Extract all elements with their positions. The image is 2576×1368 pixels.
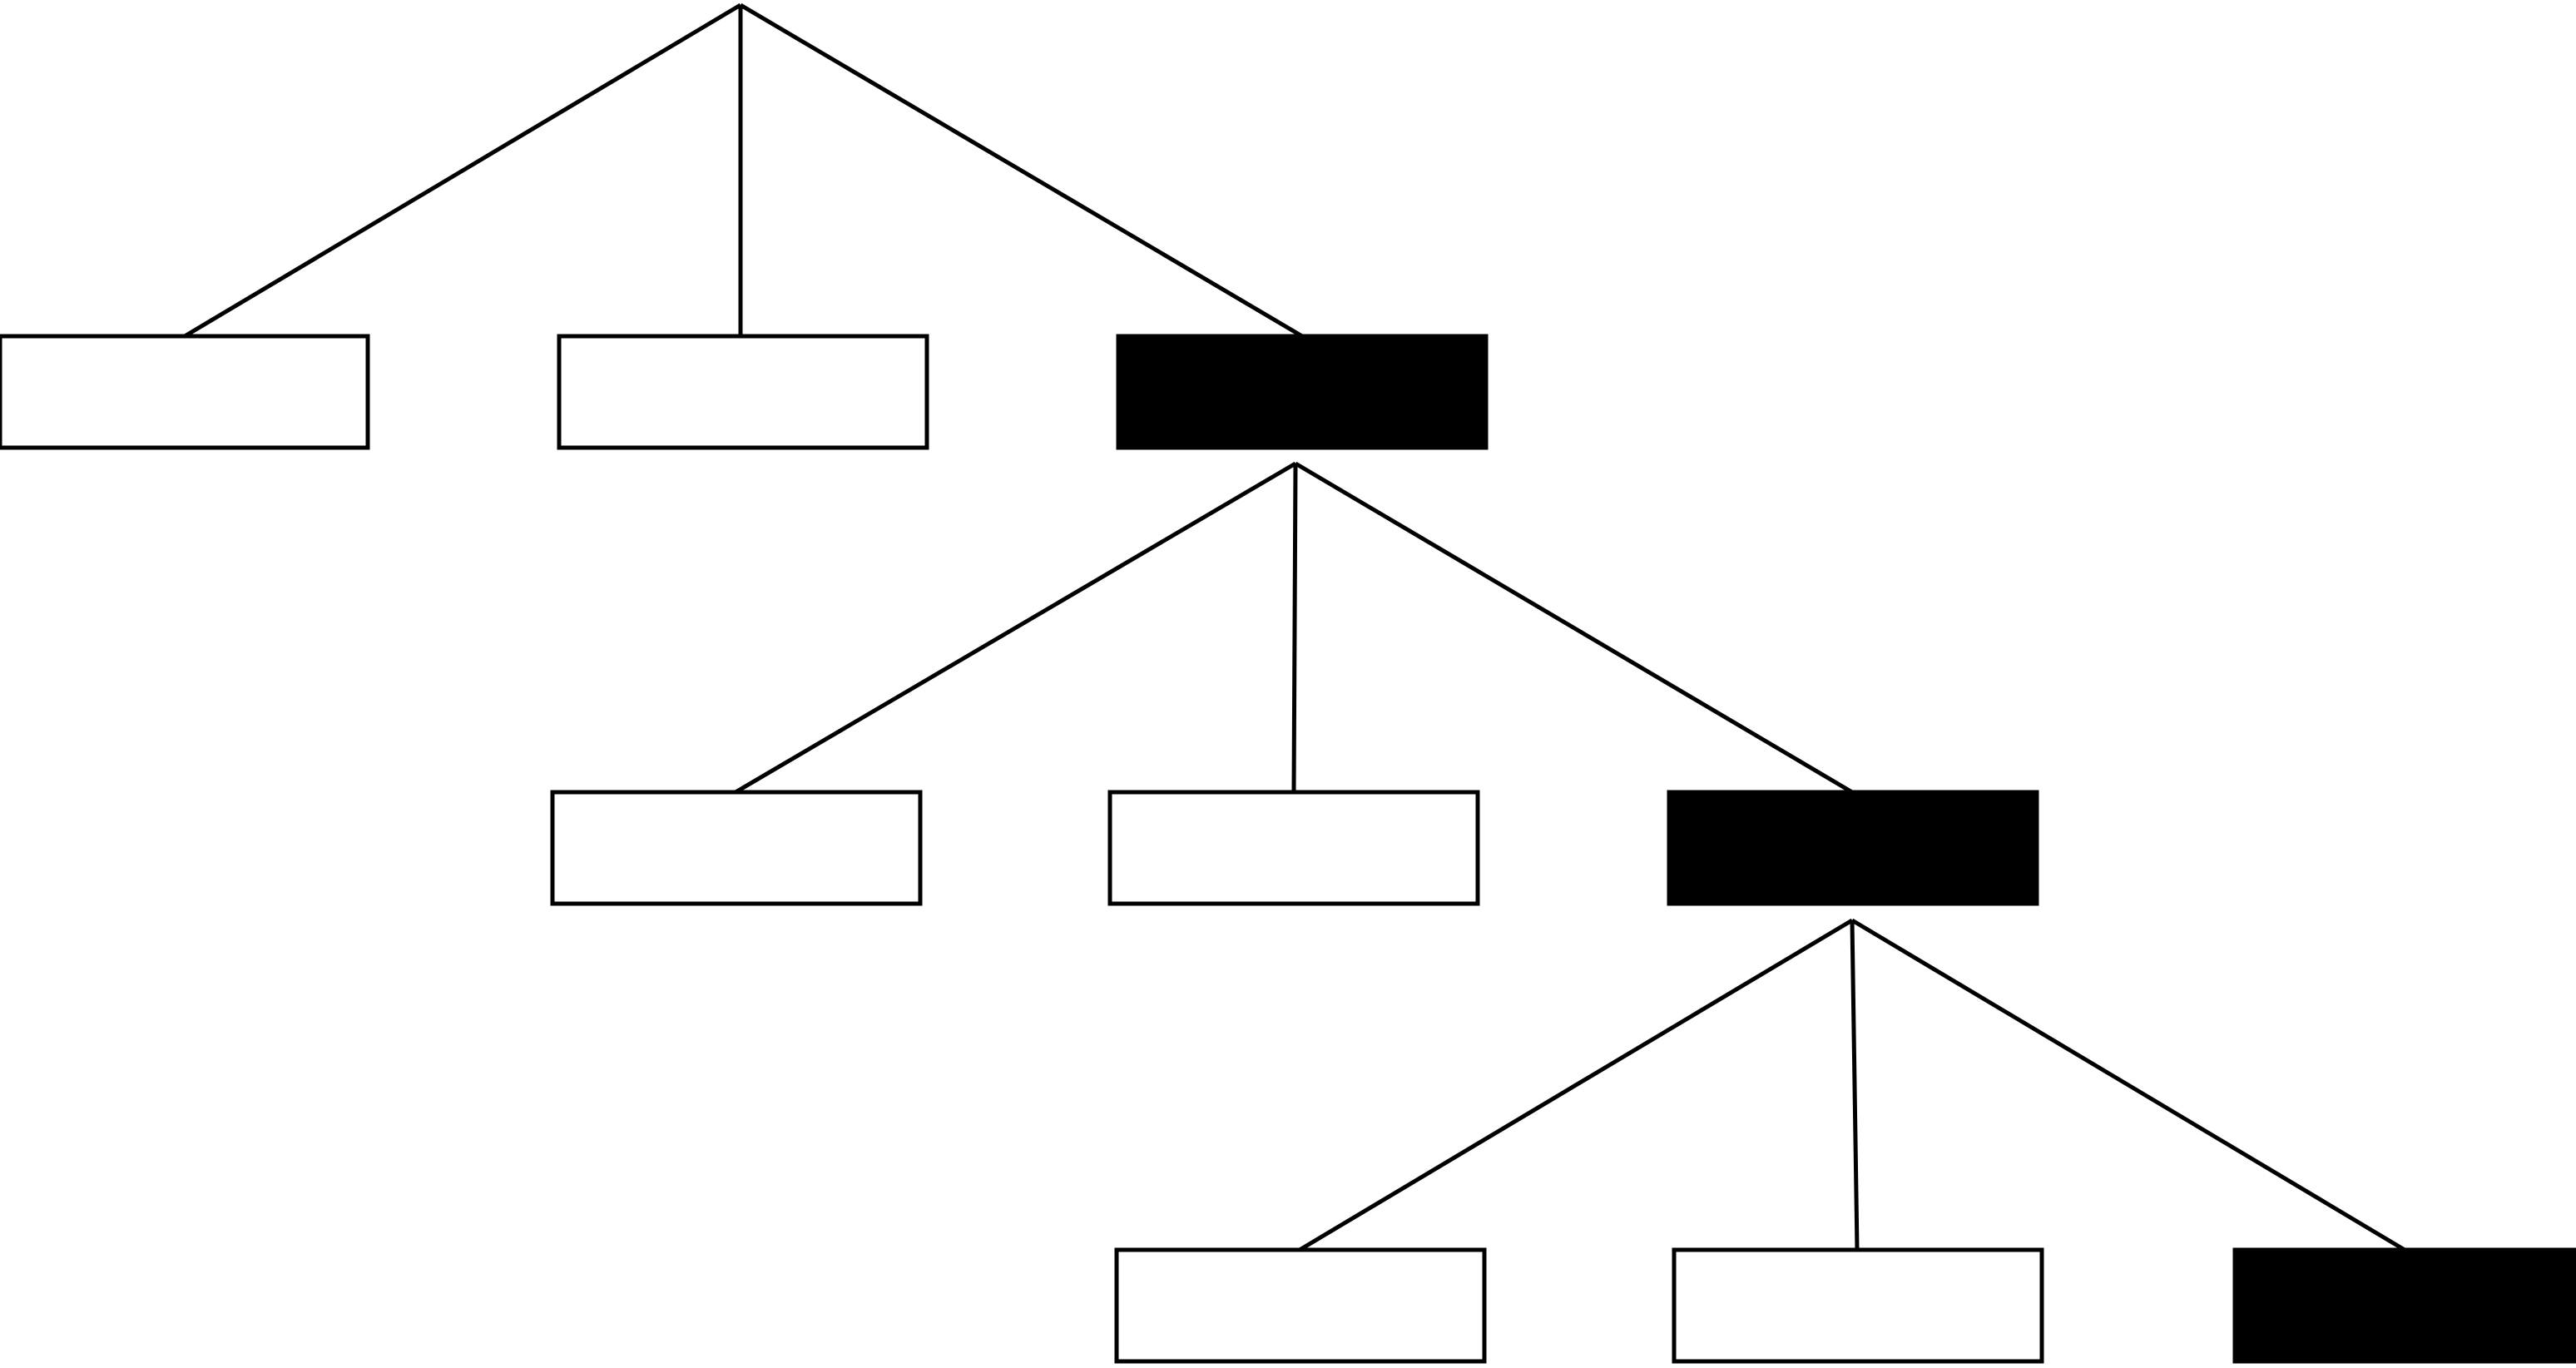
- tree-node-level2-child-right-selected: [1667, 790, 2039, 906]
- tree-edge-level-3-right: [1850, 918, 2406, 1252]
- tree-node-level2-child-left: [550, 790, 923, 906]
- tree-node-level2-child-middle: [1107, 790, 1480, 906]
- tree-edge-level-2-right: [1294, 461, 1854, 795]
- tree-edge-level-3-left: [1298, 918, 1854, 1252]
- tree-node-level1-child-right-selected: [1116, 334, 1489, 450]
- tree-edge-level-3-middle: [1850, 919, 1860, 1251]
- tree-node-level1-child-left: [0, 334, 370, 450]
- tree-edges: [183, 2, 2406, 1252]
- tree-node-level1-child-middle: [557, 334, 929, 450]
- tree-edge-level-1-right: [739, 2, 1304, 339]
- tree-node-level3-child-left: [1114, 1247, 1487, 1364]
- tree-edge-level-2-middle: [1291, 463, 1298, 793]
- tree-edge-level-2-left: [734, 461, 1297, 795]
- tree-edge-level-1-left: [183, 2, 742, 339]
- tree-nodes: [0, 334, 2576, 1364]
- tree-node-level3-child-right-selected: [2232, 1247, 2576, 1364]
- tree-node-level3-child-middle: [1672, 1247, 2044, 1364]
